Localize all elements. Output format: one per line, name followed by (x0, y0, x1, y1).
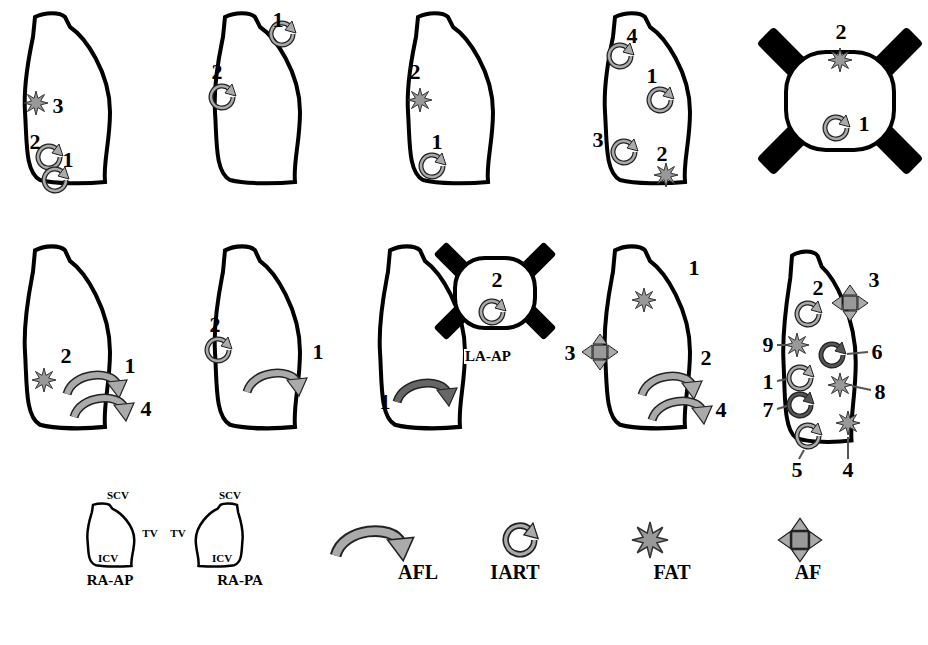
iart-symbol (613, 139, 638, 163)
callout-number: 3 (564, 342, 577, 364)
callout-number: 2 (491, 269, 504, 291)
legend-sample (506, 523, 538, 554)
anatomy-label: ICV (211, 553, 233, 564)
callout-number: 8 (874, 381, 887, 403)
afl-symbol (652, 401, 712, 424)
anatomy-label: RA-PA (216, 573, 264, 588)
iart-symbol (421, 153, 446, 177)
fat-symbol (32, 368, 56, 392)
anatomy-label: LA-AP (464, 349, 512, 364)
iart-symbol (211, 84, 236, 108)
iart-symbol (797, 301, 822, 325)
callout-number: 3 (592, 129, 605, 151)
callout-number: 1 (379, 391, 392, 413)
callout-number: 1 (762, 371, 775, 393)
afl-symbol (74, 398, 134, 421)
iart-symbol (825, 115, 850, 139)
iart-symbol (789, 392, 814, 416)
afl-symbol (642, 376, 702, 399)
fat-symbol (408, 88, 432, 112)
callout-number: 2 (209, 314, 222, 336)
callout-number: 4 (842, 459, 855, 481)
callout-number: 2 (812, 277, 825, 299)
callout-number: 2 (60, 345, 73, 367)
leader-line (777, 345, 871, 459)
callout-number: 1 (272, 9, 285, 31)
callout-number: 2 (656, 143, 669, 165)
left-atrium (757, 27, 924, 176)
legend-sample (778, 518, 821, 561)
legend-sample (632, 522, 668, 558)
fat-symbol (654, 163, 678, 187)
iart-symbol (207, 337, 232, 361)
callout-number: 4 (715, 399, 728, 421)
legend-label: FAT (652, 562, 691, 582)
callout-number: 1 (431, 131, 444, 153)
legend-sample (336, 531, 414, 561)
anatomy-label: SCV (218, 490, 242, 501)
legend-label: IART (489, 562, 540, 582)
iart-symbol (821, 342, 846, 366)
callout-number: 9 (762, 334, 775, 356)
afl-symbol (397, 383, 457, 406)
callout-number: 4 (626, 25, 639, 47)
af-symbol (582, 334, 618, 370)
callout-number: 3 (52, 95, 65, 117)
callout-number: 2 (211, 61, 224, 83)
callout-number: 2 (700, 347, 713, 369)
fat-symbol (828, 373, 852, 397)
fat-symbol (632, 288, 656, 312)
anatomy-label: SCV (106, 490, 130, 501)
anatomy-label: ICV (97, 553, 119, 564)
callout-number: 1 (858, 113, 871, 135)
legend-label: AFL (397, 562, 439, 582)
atrium-outline (25, 13, 690, 428)
iart-symbol (38, 144, 63, 168)
left-atrium (434, 242, 557, 341)
afl-symbol (247, 373, 307, 396)
callout-number: 1 (646, 65, 659, 87)
callout-number: 2 (29, 131, 42, 153)
iart-symbol (481, 299, 506, 323)
fat-symbol (24, 91, 48, 115)
callout-number: 3 (868, 269, 881, 291)
legend-label: AF (794, 562, 823, 582)
af-symbol (832, 285, 868, 321)
callout-number: 1 (688, 257, 701, 279)
iart-symbol (789, 365, 814, 389)
anatomy-label: RA-AP (86, 573, 135, 588)
callout-number: 1 (62, 149, 75, 171)
iart-symbol (797, 423, 822, 447)
fat-symbol (785, 333, 809, 357)
iart-symbol (649, 87, 674, 111)
callout-number: 6 (871, 341, 884, 363)
callout-number: 1 (312, 341, 325, 363)
atrium-outline (783, 251, 856, 441)
callout-number: 1 (124, 355, 137, 377)
anatomy-label: TV (141, 528, 158, 539)
callout-number: 2 (409, 61, 422, 83)
fat-symbol (836, 411, 860, 435)
callout-number: 7 (762, 399, 775, 421)
atrium-outline (196, 503, 243, 566)
atrium-outline (87, 503, 134, 566)
anatomy-label: TV (169, 528, 186, 539)
callout-number: 5 (791, 459, 804, 481)
fat-symbol (828, 48, 852, 72)
callout-number: 4 (140, 398, 153, 420)
callout-number: 2 (835, 21, 848, 43)
